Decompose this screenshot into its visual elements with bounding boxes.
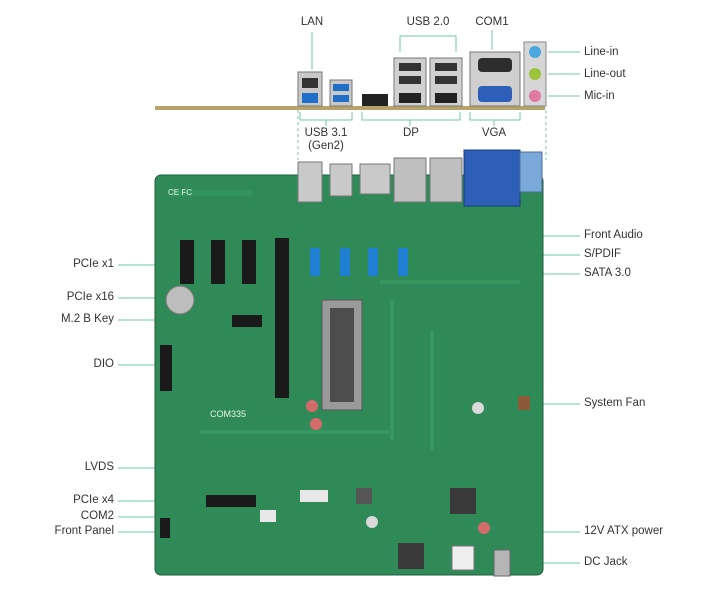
label-dio: DIO — [93, 358, 114, 370]
label-atx-power: 12V ATX power — [584, 525, 664, 537]
label-usb20: USB 2.0 — [406, 16, 450, 28]
usb31-port-rear — [329, 79, 353, 107]
label-lvds: LVDS — [84, 461, 114, 473]
label-front-panel: Front Panel — [54, 525, 114, 537]
board-ce-marking: CE FC — [168, 188, 192, 197]
label-mic-in: Mic-in — [584, 90, 615, 102]
rear-io-panel — [155, 41, 547, 110]
io-shield-baseline — [155, 106, 545, 110]
label-sata: SATA 3.0 — [584, 267, 631, 279]
label-com1: COM1 — [475, 16, 509, 28]
label-pcie-x4: PCIe x4 — [73, 494, 114, 506]
dp-port-rear — [362, 94, 388, 106]
label-usb31-line2: (Gen2) — [308, 140, 344, 152]
label-front-audio: Front Audio — [584, 229, 643, 241]
board-model-marking: COM335 — [210, 409, 247, 419]
mic-in-jack — [529, 90, 541, 102]
label-line-in: Line-in — [584, 46, 619, 58]
line-in-jack — [529, 46, 541, 58]
label-dc-jack: DC Jack — [584, 556, 628, 568]
motherboard-pcb — [154, 149, 544, 577]
line-out-jack — [529, 68, 541, 80]
label-m2-b-key: M.2 B Key — [60, 313, 114, 325]
label-spdif: S/PDIF — [584, 248, 622, 260]
label-pcie-x16: PCIe x16 — [66, 291, 114, 303]
label-pcie-x1: PCIe x1 — [73, 258, 114, 270]
label-usb31-line1: USB 3.1 — [304, 127, 348, 139]
label-dp: DP — [403, 127, 419, 139]
label-system-fan: System Fan — [584, 397, 646, 409]
label-lan: LAN — [300, 16, 324, 28]
label-vga: VGA — [481, 127, 507, 139]
label-line-out: Line-out — [584, 68, 626, 80]
label-com2: COM2 — [80, 510, 114, 522]
